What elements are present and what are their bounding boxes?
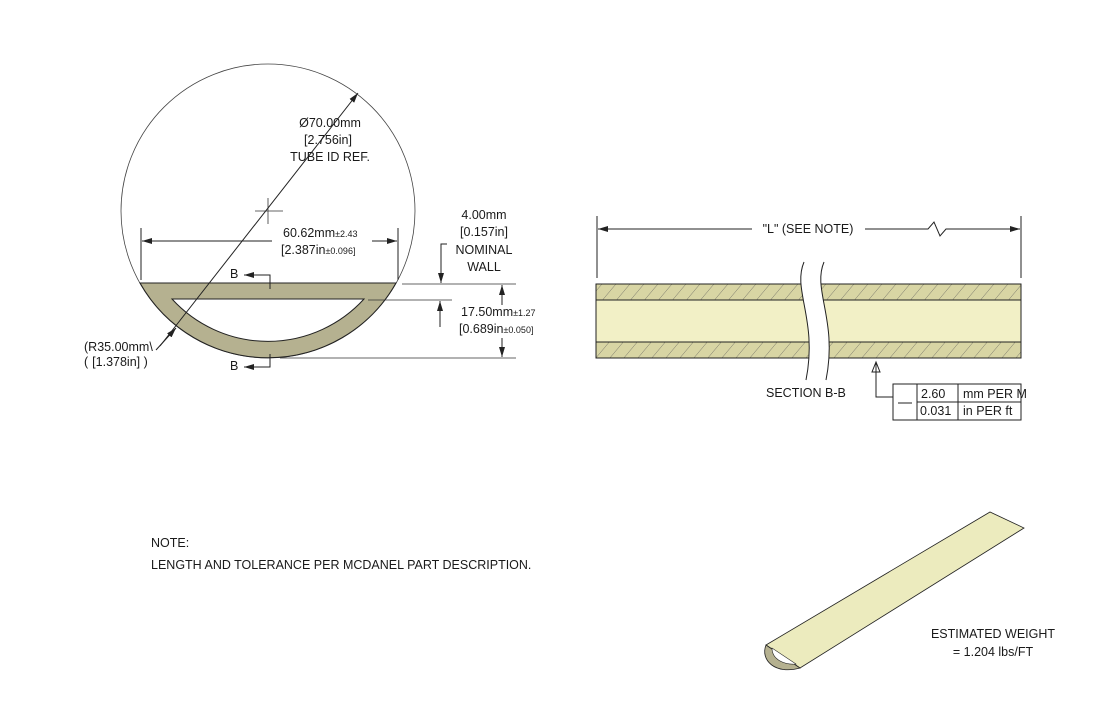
chord-mm: 60.62mm±2.43 <box>283 226 358 240</box>
diameter-mm: Ø70.00mm <box>299 116 361 130</box>
tube-wall-bottom <box>595 341 1022 359</box>
straightness-leader <box>875 362 893 398</box>
diameter-inch: [2.756in] <box>304 133 352 147</box>
half-round-section <box>139 282 397 359</box>
note-title: NOTE: <box>151 536 189 550</box>
wall-mm: 4.00mm <box>461 208 506 222</box>
straightness-in-value: 0.031 <box>920 404 951 418</box>
wall-label-nominal: NOMINAL <box>456 243 513 257</box>
height-mm: 17.50mm±1.27 <box>461 305 536 319</box>
length-dimension-label: "L" (SEE NOTE) <box>763 222 854 236</box>
straightness-tolerance-frame: 2.60 mm PER M 0.031 in PER ft <box>892 383 1027 421</box>
straightness-in-unit: in PER ft <box>963 404 1013 418</box>
isometric-view <box>764 511 1025 671</box>
chord-inch: [2.387in±0.096] <box>281 243 355 257</box>
section-marker-bottom: B <box>230 359 238 373</box>
break-gap <box>800 262 830 380</box>
radius-mm: (R35.00mm\ <box>84 340 153 354</box>
wall-inch: [0.157in] <box>460 225 508 239</box>
diameter-label: TUBE ID REF. <box>290 150 370 164</box>
height-inch: [0.689in±0.050] <box>459 322 533 336</box>
radius-inch: ([1.378in] ) <box>84 355 148 369</box>
side-view: "L" (SEE NOTE) SECTION B-B 2.60 mm PER M… <box>595 216 1027 421</box>
straightness-mm-value: 2.60 <box>921 387 945 401</box>
cross-section-view: Ø70.00mm [2.756in] TUBE ID REF. 60.62mm±… <box>84 63 536 373</box>
straightness-mm-unit: mm PER M <box>963 387 1027 401</box>
section-label: SECTION B-B <box>766 386 846 400</box>
weight-label: ESTIMATED WEIGHT <box>931 627 1055 641</box>
note-text: LENGTH AND TOLERANCE PER MCDANEL PART DE… <box>151 558 531 572</box>
wall-label-wall: WALL <box>467 260 501 274</box>
section-marker-top: B <box>230 267 238 281</box>
weight-value: = 1.204 lbs/FT <box>953 645 1034 659</box>
diameter-leader <box>159 92 359 347</box>
